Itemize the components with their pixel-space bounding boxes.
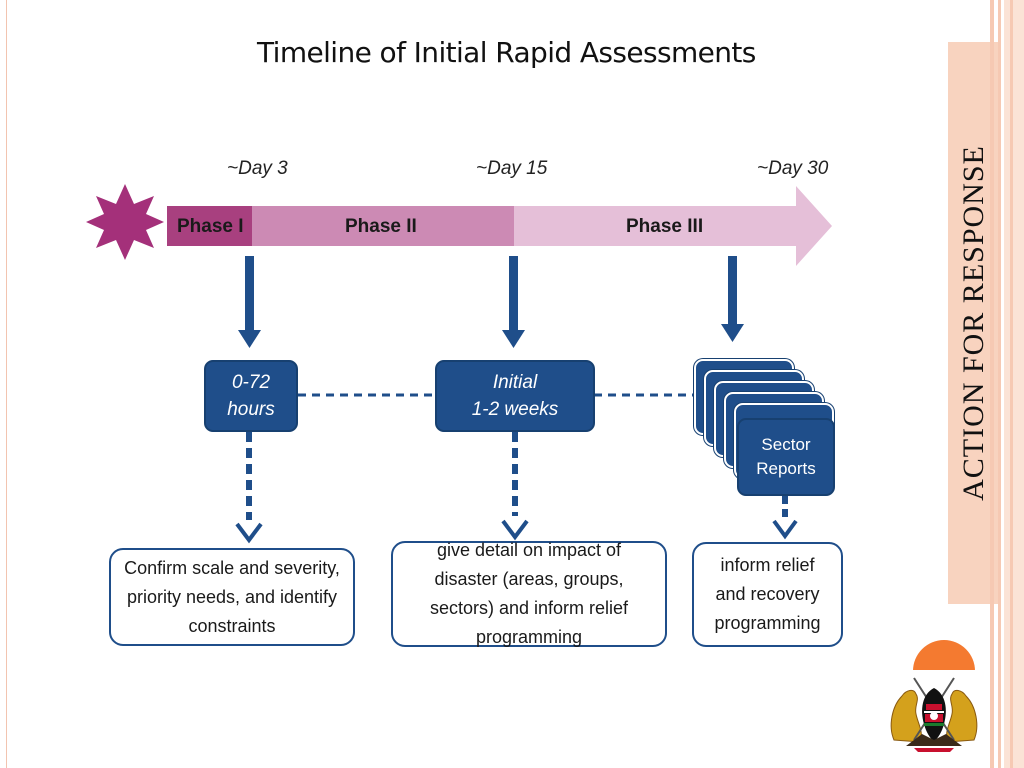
diagram-title: Timeline of Initial Rapid Assessments [257,36,756,69]
phase-2-label: Phase II [345,216,417,237]
sector-reports-box: Sector Reports [737,418,835,496]
dashed-arrow-2 [501,432,529,541]
down-arrow-2 [502,256,525,348]
timeline-graphic [86,184,832,544]
phase-3-segment [512,186,832,266]
side-title: ACTION FOR RESPONSE [957,145,990,501]
stage-box-0-72-hours: 0-72 hours [204,360,298,432]
coat-of-arms-emblem [884,670,984,754]
dashed-arrow-1 [235,432,263,544]
dashed-arrow-3 [772,496,798,540]
phase-3-label: Phase III [626,216,704,237]
outcome-box-detail: give detail on impact of disaster (areas… [391,540,667,647]
stage-box-initial-weeks: Initial 1-2 weeks [435,360,595,432]
day-label-30: ~Day 30 [757,158,829,179]
outcome-box-confirm: Confirm scale and severity, priority nee… [109,548,355,646]
outcome-box-inform: inform relief and recovery programming [692,542,843,647]
slide-frame [6,0,1007,768]
down-arrow-3 [721,256,744,342]
down-arrow-1 [238,256,261,348]
day-label-3: ~Day 3 [227,158,288,179]
phase-2-segment [250,206,514,246]
starburst-icon [86,184,164,260]
day-label-15: ~Day 15 [476,158,548,179]
side-stripes [990,0,1024,768]
phase-1-segment [167,206,252,246]
phase-1-label: Phase I [177,216,244,237]
